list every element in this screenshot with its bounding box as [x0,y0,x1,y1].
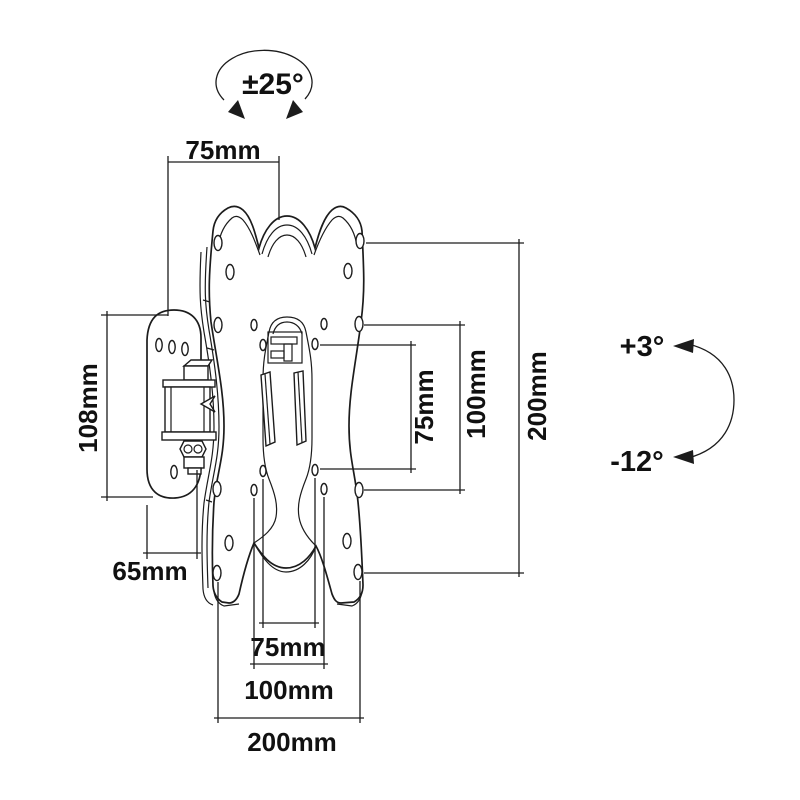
tilt-arrow-up-icon [673,339,694,353]
dim-label-bracket-depth: 65mm [112,556,187,586]
tilt-down-label: -12° [610,446,664,478]
vesa-hole-200 [355,232,365,250]
vesa-hole-inset [342,532,352,550]
vesa-hole-75 [259,464,267,478]
hinge-assembly [161,359,217,475]
tilt-indicator: +3° -12° [610,331,735,478]
swivel-indicator: ±25° [215,49,313,119]
plate-bottom-rim [253,542,317,573]
wall-plate-hole [155,337,163,353]
dim-label-vesa-v100: 100mm [461,349,491,439]
dim-label-vesa-h75: 75mm [250,632,325,662]
vesa-hole-75 [311,337,319,351]
wall-plate-hole [168,339,176,355]
plate-top-rim [313,215,358,256]
slot-bar-right-line [297,371,303,444]
tilt-arc [687,343,735,459]
tilt-arrow-down-icon [673,450,694,464]
vesa-hole-100 [320,482,328,496]
latch-body [267,331,303,364]
dim-label-bracket-height: 108mm [73,363,103,453]
hinge-nut-facet [183,444,193,454]
swivel-arrow-right-icon [286,100,303,119]
swivel-arrow-left-icon [228,100,245,119]
plate-side-tick [206,347,215,351]
vesa-hole-100 [320,317,328,331]
vesa-hole-200 [212,480,222,498]
plate-top-rim [217,215,261,256]
hinge-lower-flange [161,431,217,441]
hinge-bolt-block [183,456,205,469]
slot-bar-left-line [264,373,271,445]
vesa-hole-100 [250,318,258,332]
plate-dome-cap [267,234,307,258]
plate-bottom-rim [336,591,363,607]
plate-dome-rim [261,224,313,255]
dim-vesa-vertical-200: 200mm [364,239,552,577]
vesa-hole-inset [224,534,234,552]
hinge-upper-block [183,365,209,381]
plate-outline [208,205,365,604]
dim-bracket-height: 108mm [73,311,168,501]
dim-top-offset: 75mm [167,135,280,316]
hinge-nut-facet [193,444,203,454]
vesa-hole-75 [311,463,319,477]
tilt-tongue-inner [272,321,303,335]
vesa-hole-inset [343,262,353,280]
vesa-hole-100 [250,483,258,497]
hinge-upper-flange [162,379,216,388]
tilt-up-label: +3° [620,331,665,363]
swivel-range-label: ±25° [242,68,304,101]
wall-plate-hole [181,341,189,357]
dim-label-top-offset: 75mm [185,135,260,165]
vesa-hole-200 [213,316,223,334]
vesa-plate [199,205,365,607]
tilt-tongue [268,316,316,546]
plate-side-edge [204,246,220,589]
dim-vesa-vertical-75: 75mm [320,341,439,473]
dim-vesa-horizontal-200: 200mm [214,581,364,757]
vesa-hole-200 [212,564,222,582]
hinge-clip [199,395,216,413]
vesa-hole-200 [213,234,223,252]
plate-side-tick [205,499,213,503]
vesa-hole-200 [353,563,363,581]
vesa-hole-75 [259,338,267,352]
dim-vesa-vertical-100: 100mm [364,321,491,494]
dim-label-vesa-v200: 200mm [522,351,552,441]
dim-label-vesa-h100: 100mm [244,675,334,705]
dim-vesa-horizontal-75: 75mm [250,478,326,662]
vesa-hole-200 [354,315,364,333]
vesa-hole-inset [225,263,235,281]
latch-foot [270,350,285,359]
dim-label-vesa-v75: 75mm [409,369,439,444]
dim-bracket-depth: 65mm [112,470,201,586]
vesa-hole-200 [354,481,364,499]
hinge-plate [164,386,211,433]
dim-vesa-horizontal-100: 100mm [244,497,334,705]
swivel-arc [215,49,313,101]
tilt-tongue [253,331,278,544]
wall-plate-hole [170,464,178,480]
hinge-bolt-tip [187,467,202,475]
plate-side-edge [199,251,215,606]
dim-label-vesa-h200: 200mm [247,727,337,757]
